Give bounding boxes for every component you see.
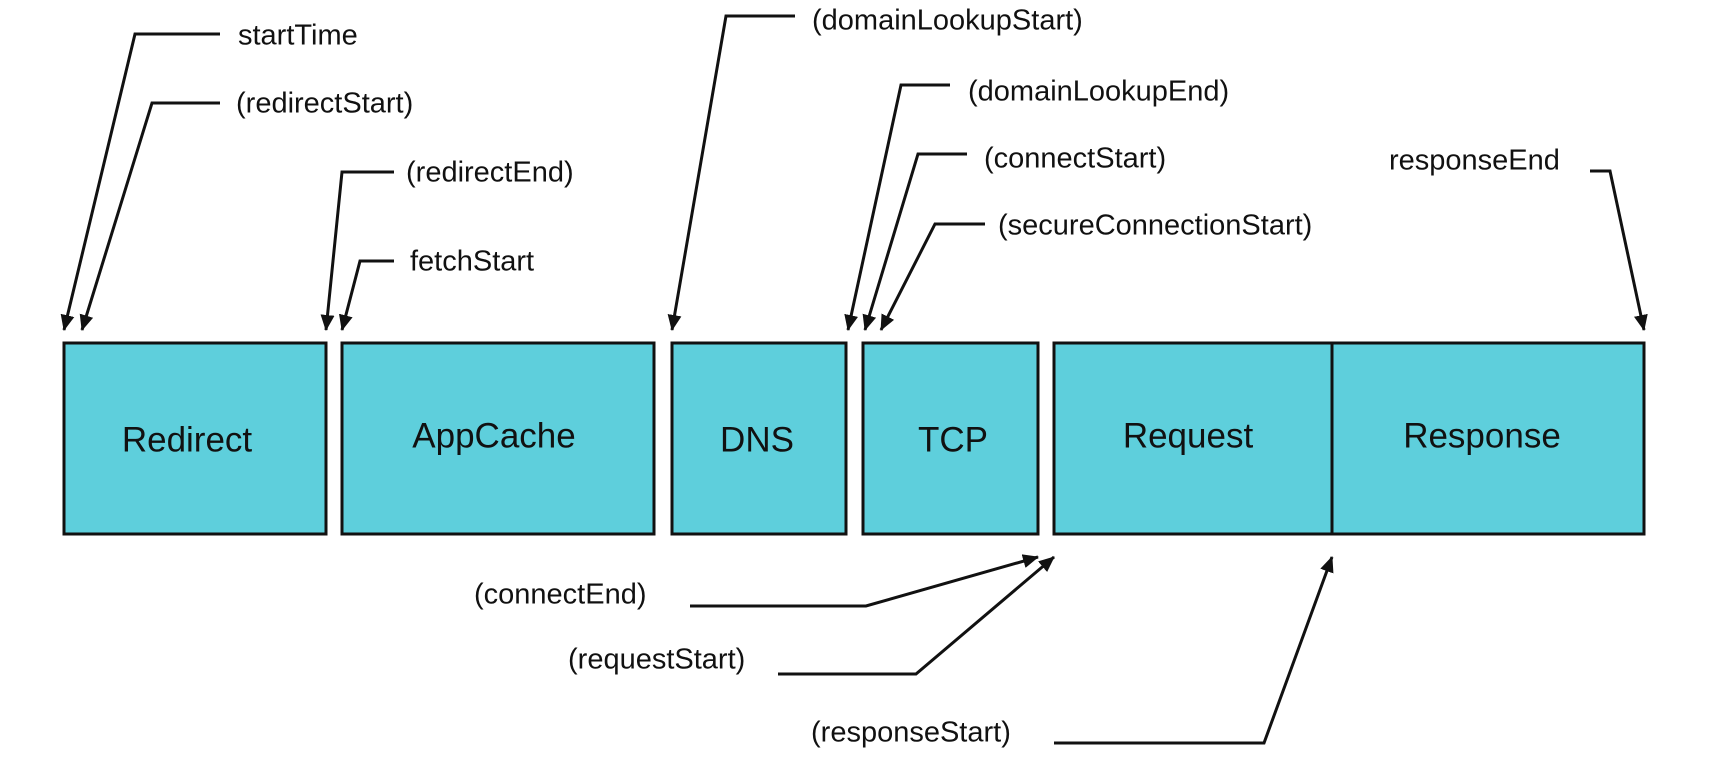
phase-dns: DNS bbox=[670, 341, 848, 536]
phase-request: Request bbox=[1052, 341, 1334, 536]
phase-tcp: TCP bbox=[861, 341, 1040, 536]
phase-label-response: Response bbox=[1403, 416, 1561, 455]
event-label-starttime: startTime bbox=[238, 20, 358, 52]
leader-starttime bbox=[60, 32, 220, 331]
phase-redirect: Redirect bbox=[62, 341, 328, 536]
phase-box-response bbox=[1330, 341, 1646, 536]
event-label-requeststart: (requestStart) bbox=[568, 644, 745, 676]
phase-label-appcache: AppCache bbox=[412, 416, 575, 455]
event-label-secureconnectionstart: (secureConnectionStart) bbox=[998, 210, 1312, 242]
leader-requeststart bbox=[778, 555, 1055, 676]
leader-responsestart bbox=[1054, 556, 1334, 745]
event-label-responsestart: (responseStart) bbox=[811, 717, 1011, 749]
leader-secureconnectionstart bbox=[879, 222, 985, 331]
leader-redirectend bbox=[320, 170, 394, 331]
event-label-domainlookupend: (domainLookupEnd) bbox=[968, 76, 1229, 108]
event-label-responseend: responseEnd bbox=[1389, 145, 1560, 177]
event-label-connectstart: (connectStart) bbox=[984, 143, 1166, 175]
phase-box-redirect bbox=[62, 341, 328, 536]
phase-box-tcp bbox=[861, 341, 1040, 536]
event-label-redirectstart: (redirectStart) bbox=[236, 88, 413, 120]
event-label-connectend: (connectEnd) bbox=[474, 579, 647, 611]
event-label-domainlookupstart: (domainLookupStart) bbox=[812, 5, 1083, 37]
leader-connectstart bbox=[862, 152, 967, 331]
leader-domainlookupstart bbox=[667, 14, 795, 331]
phase-label-request: Request bbox=[1123, 416, 1254, 455]
phase-response: Response bbox=[1330, 341, 1646, 536]
leader-redirectstart bbox=[79, 101, 220, 331]
leader-connectend bbox=[690, 554, 1039, 608]
leader-fetchstart bbox=[339, 259, 394, 331]
leader-responseend bbox=[1590, 169, 1648, 331]
phase-appcache: AppCache bbox=[340, 341, 656, 536]
leader-domainlookupend bbox=[844, 83, 950, 331]
phase-label-dns: DNS bbox=[720, 420, 794, 459]
event-label-fetchstart: fetchStart bbox=[410, 246, 534, 278]
phase-label-redirect: Redirect bbox=[122, 420, 253, 459]
phase-box-request bbox=[1052, 341, 1334, 536]
phase-box-appcache bbox=[340, 341, 656, 536]
event-label-redirectend: (redirectEnd) bbox=[406, 157, 574, 189]
phase-box-dns bbox=[670, 341, 848, 536]
phase-label-tcp: TCP bbox=[918, 420, 988, 459]
